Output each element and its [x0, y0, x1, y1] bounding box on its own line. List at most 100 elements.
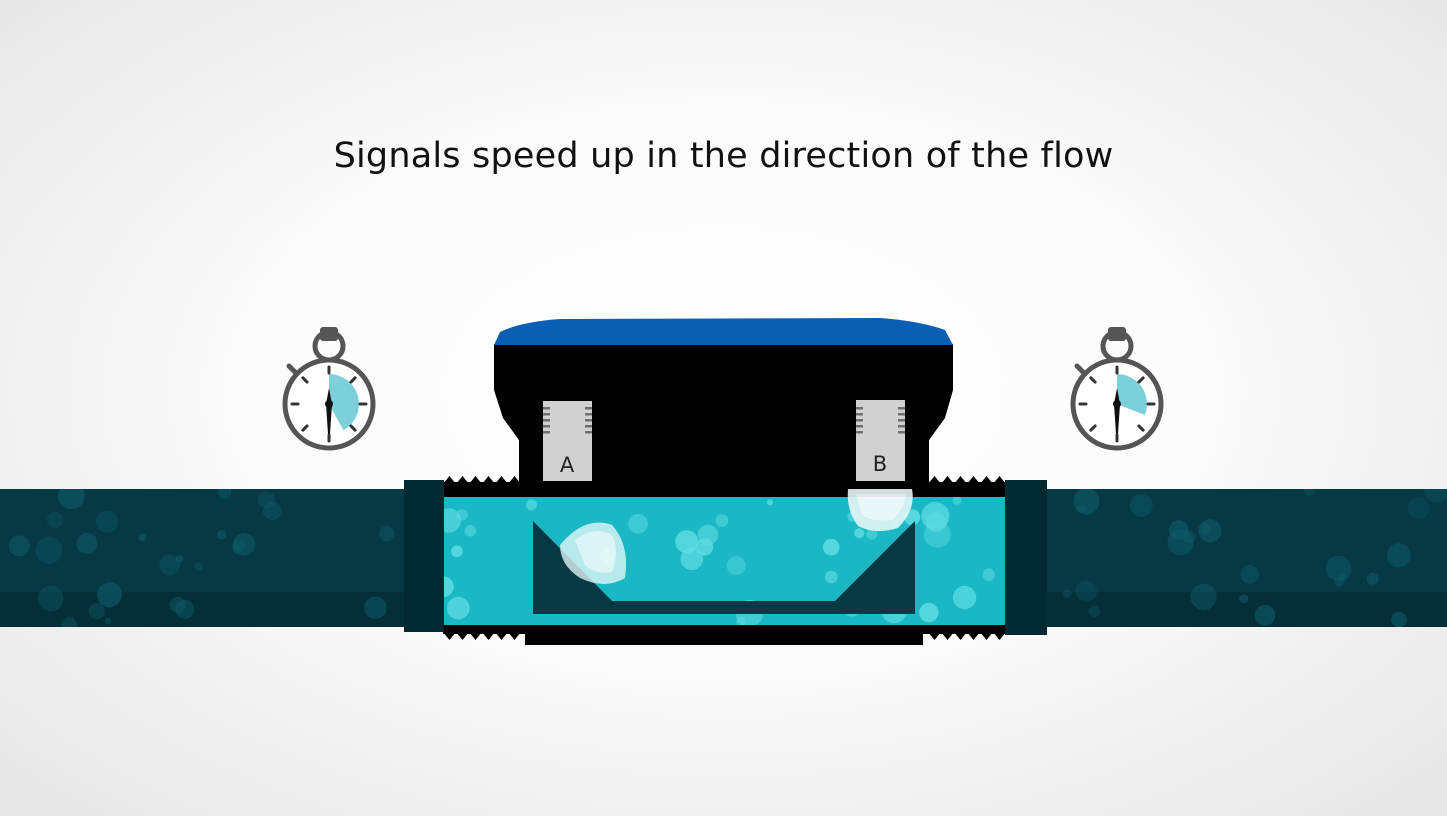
- bubble: [1239, 594, 1249, 604]
- thread-tooth: [993, 632, 1006, 640]
- bubble: [1423, 489, 1447, 503]
- bubble: [37, 585, 64, 612]
- bubble: [47, 511, 64, 528]
- bubble: [451, 545, 463, 558]
- thread-tooth: [482, 476, 495, 484]
- thread-tooth: [941, 476, 954, 484]
- bubble: [822, 538, 840, 556]
- grip-line: [856, 431, 863, 434]
- stopwatch-icon: [282, 327, 376, 451]
- bubble: [104, 617, 112, 625]
- thread-tooth: [469, 632, 482, 640]
- bubble: [952, 497, 962, 505]
- grip-line: [585, 425, 592, 428]
- bubble: [218, 489, 232, 499]
- grip-line: [898, 407, 905, 410]
- thread-tooth: [928, 632, 941, 640]
- bubble: [1088, 605, 1101, 618]
- bubble: [194, 562, 203, 571]
- grip-line: [856, 413, 863, 416]
- bubble: [680, 547, 704, 571]
- thread-tooth: [443, 632, 456, 640]
- left-pipe: [0, 489, 405, 627]
- thread-tooth: [456, 476, 469, 484]
- bubble: [216, 529, 227, 540]
- bubble: [921, 502, 950, 530]
- bubble: [675, 530, 699, 554]
- thread-tooth: [508, 632, 521, 640]
- grip-line: [585, 419, 592, 422]
- thread-tooth: [495, 632, 508, 640]
- water-chamber: [443, 497, 1005, 625]
- bubble: [1063, 589, 1072, 599]
- bubble: [97, 582, 122, 608]
- bubble: [1075, 580, 1097, 602]
- bubble: [262, 501, 282, 520]
- thread-top-left: [443, 482, 520, 498]
- ultrasound-pulse: [560, 522, 627, 584]
- bubble: [726, 556, 746, 575]
- grip-line: [543, 419, 550, 422]
- thread-tooth: [456, 632, 469, 640]
- bubble: [1407, 497, 1430, 519]
- grip-line: [898, 419, 905, 422]
- stopwatch-hand: [326, 388, 332, 434]
- bubble: [1366, 572, 1379, 585]
- bubble: [866, 528, 878, 540]
- left-flange: [404, 480, 444, 632]
- bubble: [464, 524, 477, 537]
- thread-tooth: [482, 632, 495, 640]
- bubble: [175, 555, 184, 563]
- thread-tooth: [980, 476, 993, 484]
- bubble: [58, 489, 85, 510]
- stopwatch-elapsed: [329, 374, 359, 431]
- bubble: [715, 514, 729, 527]
- caption: Signals speed up in the direction of the…: [333, 136, 1114, 176]
- left-pipe-bubbles: [8, 489, 395, 627]
- thread-tooth: [443, 476, 456, 484]
- grip-line: [856, 419, 863, 422]
- bubble: [1303, 489, 1316, 496]
- bubble: [854, 528, 865, 539]
- grip-line: [585, 413, 592, 416]
- grip-line: [585, 407, 592, 410]
- bubble: [159, 554, 181, 576]
- bubble: [1254, 604, 1276, 626]
- bubble: [233, 545, 242, 554]
- thread-tooth: [967, 632, 980, 640]
- bubble: [8, 535, 30, 557]
- thread-tooth: [967, 476, 980, 484]
- bubble: [379, 526, 395, 542]
- grip-line: [543, 431, 550, 434]
- transducer-b: B: [847, 400, 913, 532]
- bubble: [1391, 611, 1407, 627]
- thread-tooth: [941, 632, 954, 640]
- thread-tooth: [508, 476, 521, 484]
- grip-line: [856, 407, 863, 410]
- grip-line: [856, 425, 863, 428]
- bubble: [919, 602, 939, 623]
- bubble: [61, 617, 77, 627]
- bubble: [95, 510, 119, 533]
- grip-line: [898, 425, 905, 428]
- bubble: [628, 514, 648, 534]
- bubble: [1334, 576, 1345, 587]
- right-pipe: [1046, 489, 1447, 627]
- bubble: [1200, 523, 1211, 535]
- thread-bottom: [443, 624, 1005, 645]
- right-pipe-bubbles: [1063, 489, 1447, 627]
- thread-top-right: [928, 482, 1006, 498]
- thread-tooth: [954, 476, 967, 484]
- grip-line: [543, 407, 550, 410]
- bubble: [525, 499, 538, 511]
- thread-teeth: [443, 476, 1006, 640]
- thread-tooth: [954, 632, 967, 640]
- grip-line: [898, 413, 905, 416]
- stopwatch-icon: [1070, 327, 1164, 451]
- bubble: [736, 616, 746, 625]
- bubble: [982, 568, 995, 581]
- bubble: [1190, 583, 1217, 611]
- bubble: [766, 499, 774, 506]
- bubble: [88, 602, 105, 620]
